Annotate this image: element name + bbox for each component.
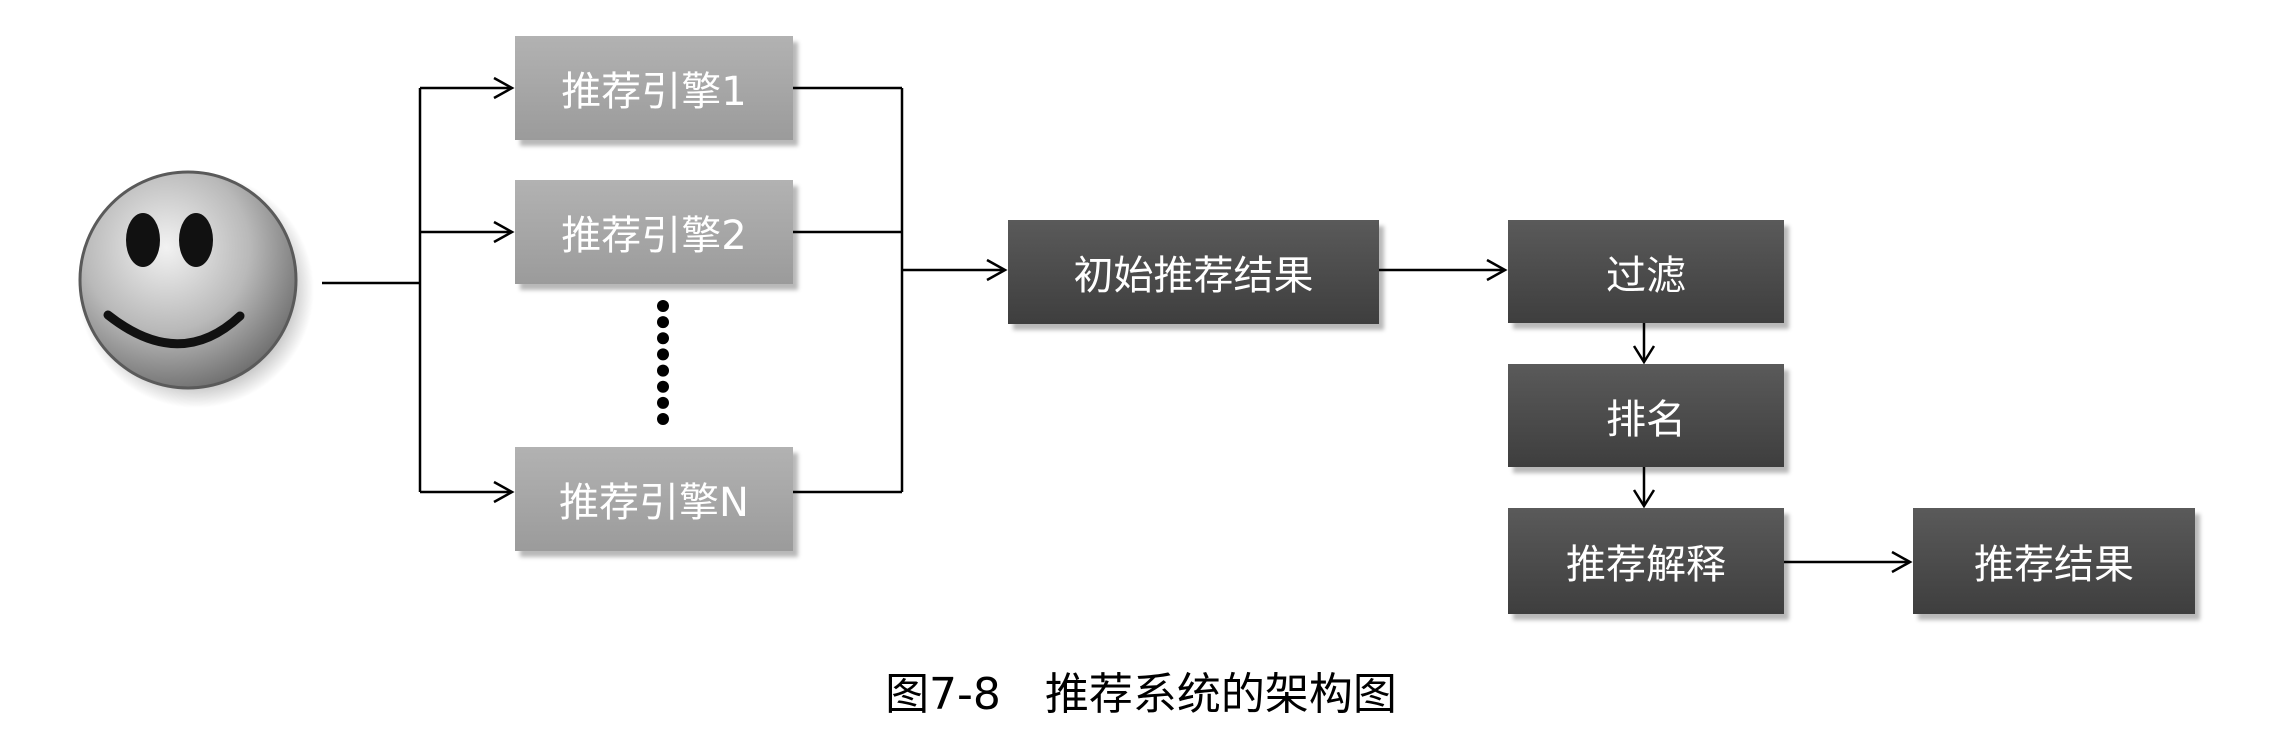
ellipsis-dot: [657, 316, 669, 329]
filter-label: 过滤: [1606, 252, 1686, 299]
architecture-diagram: [78, 76, 1913, 574]
arrowhead-explanation: [1632, 489, 1656, 509]
figure-caption: 图7-8 推荐系统的架构图: [885, 669, 1397, 720]
arrowhead-engineN: [493, 480, 515, 504]
ranking-box: 排名: [1508, 364, 1784, 467]
ellipsis-dot: [657, 396, 669, 409]
ellipsis-dot: [657, 380, 669, 393]
engine-2-label: 推荐引擎2: [561, 213, 747, 259]
arrowhead-final-results: [1891, 550, 1913, 574]
ellipsis-dot: [657, 364, 669, 377]
ranking-label: 排名: [1606, 396, 1686, 443]
engine-2-box: 推荐引擎2: [515, 180, 793, 284]
final-results-label: 推荐结果: [1974, 542, 2134, 588]
ellipsis-dot: [657, 413, 669, 425]
arrowhead-engine1: [493, 76, 515, 100]
filter-box: 过滤: [1508, 220, 1784, 323]
final-results-box: 推荐结果: [1913, 508, 2195, 614]
ellipsis-dot: [657, 300, 669, 312]
engine-n-label: 推荐引擎N: [559, 480, 749, 526]
engine-ellipsis: [657, 300, 669, 425]
arrowhead-initial-results: [986, 258, 1008, 282]
engine-1-label: 推荐引擎1: [561, 69, 747, 115]
explanation-box: 推荐解释: [1508, 508, 1784, 614]
initial-results-label: 初始推荐结果: [1073, 253, 1314, 299]
arrowhead-filter: [1486, 258, 1508, 282]
arrowhead-engine2: [493, 220, 515, 244]
smiley-face-icon: [78, 170, 314, 408]
engine-1-box: 推荐引擎1: [515, 36, 793, 140]
engine-n-box: 推荐引擎N: [515, 447, 793, 551]
explanation-label: 推荐解释: [1566, 542, 1726, 588]
arrowhead-ranking: [1632, 345, 1656, 365]
ellipsis-dot: [657, 332, 669, 345]
ellipsis-dot: [657, 348, 669, 361]
initial-results-box: 初始推荐结果: [1008, 220, 1379, 324]
